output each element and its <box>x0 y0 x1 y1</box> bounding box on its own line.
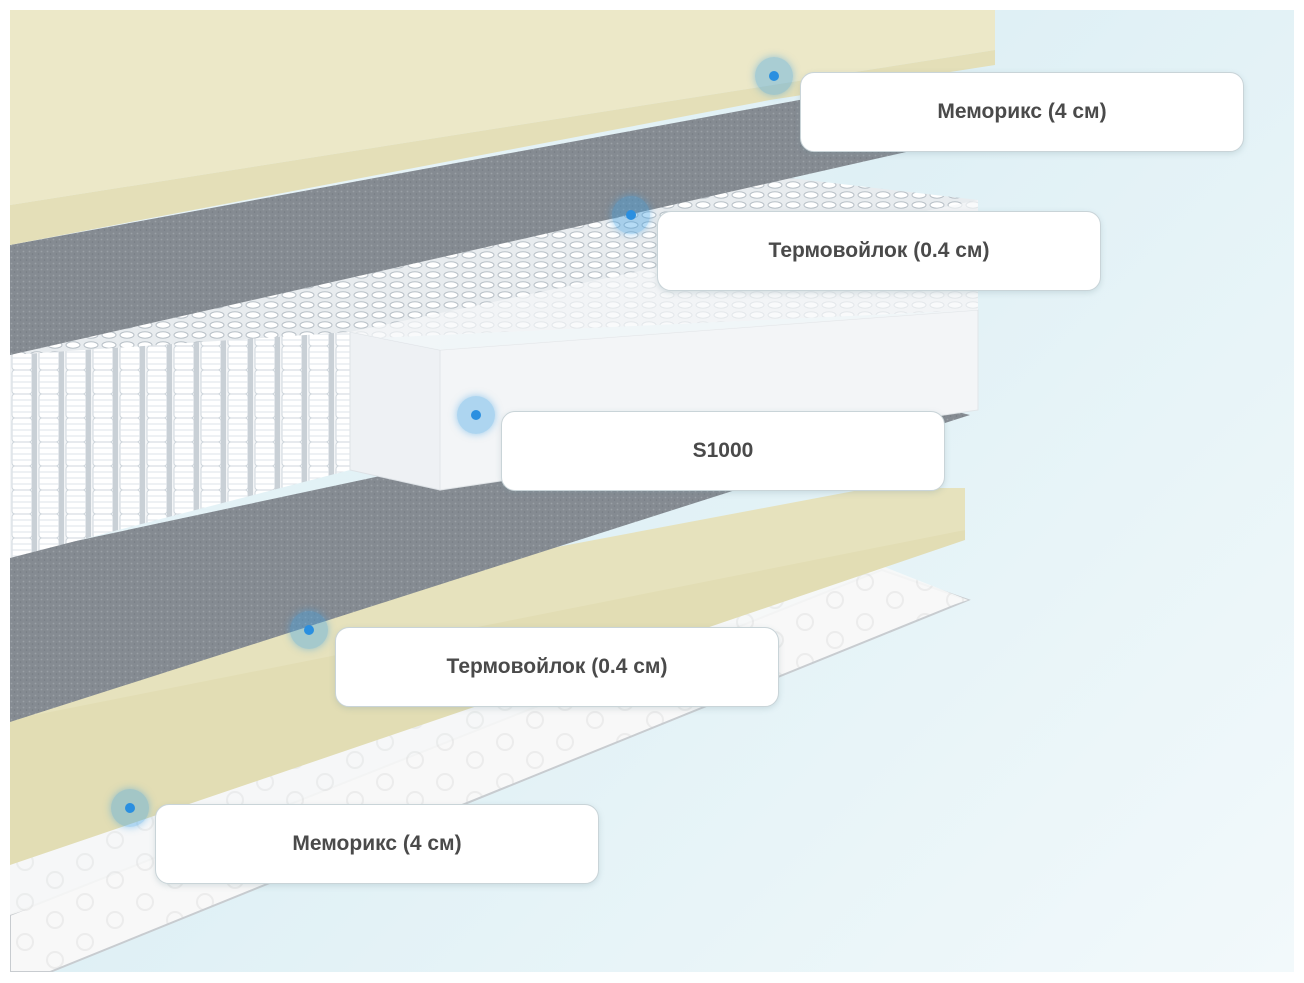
marker-bottom-felt <box>290 611 328 649</box>
label-bottom-memory: Мемори​кс (4 см) <box>155 804 599 884</box>
label-spring-block: S1000 <box>501 411 945 491</box>
label-bottom-felt-text: Термовойлок (0.4 см) <box>447 655 668 679</box>
label-bottom-felt: Термовойлок (0.4 см) <box>335 627 779 707</box>
label-top-memory: Мемори​кс (4 см) <box>800 72 1244 152</box>
marker-bottom-memory <box>111 789 149 827</box>
marker-top-felt <box>612 196 650 234</box>
label-bottom-memory-text: Мемори​кс (4 см) <box>292 832 461 856</box>
mattress-layers-diagram: Мемори​кс (4 см) Термовойлок (0.4 см) S1… <box>10 10 1294 972</box>
label-top-memory-text: Мемори​кс (4 см) <box>937 100 1106 124</box>
label-top-felt: Термовойлок (0.4 см) <box>657 211 1101 291</box>
foam-edge-front <box>350 332 440 490</box>
marker-spring-block <box>457 396 495 434</box>
label-spring-block-text: S1000 <box>693 439 754 463</box>
label-top-felt-text: Термовойлок (0.4 см) <box>769 239 990 263</box>
marker-top-memory <box>755 57 793 95</box>
